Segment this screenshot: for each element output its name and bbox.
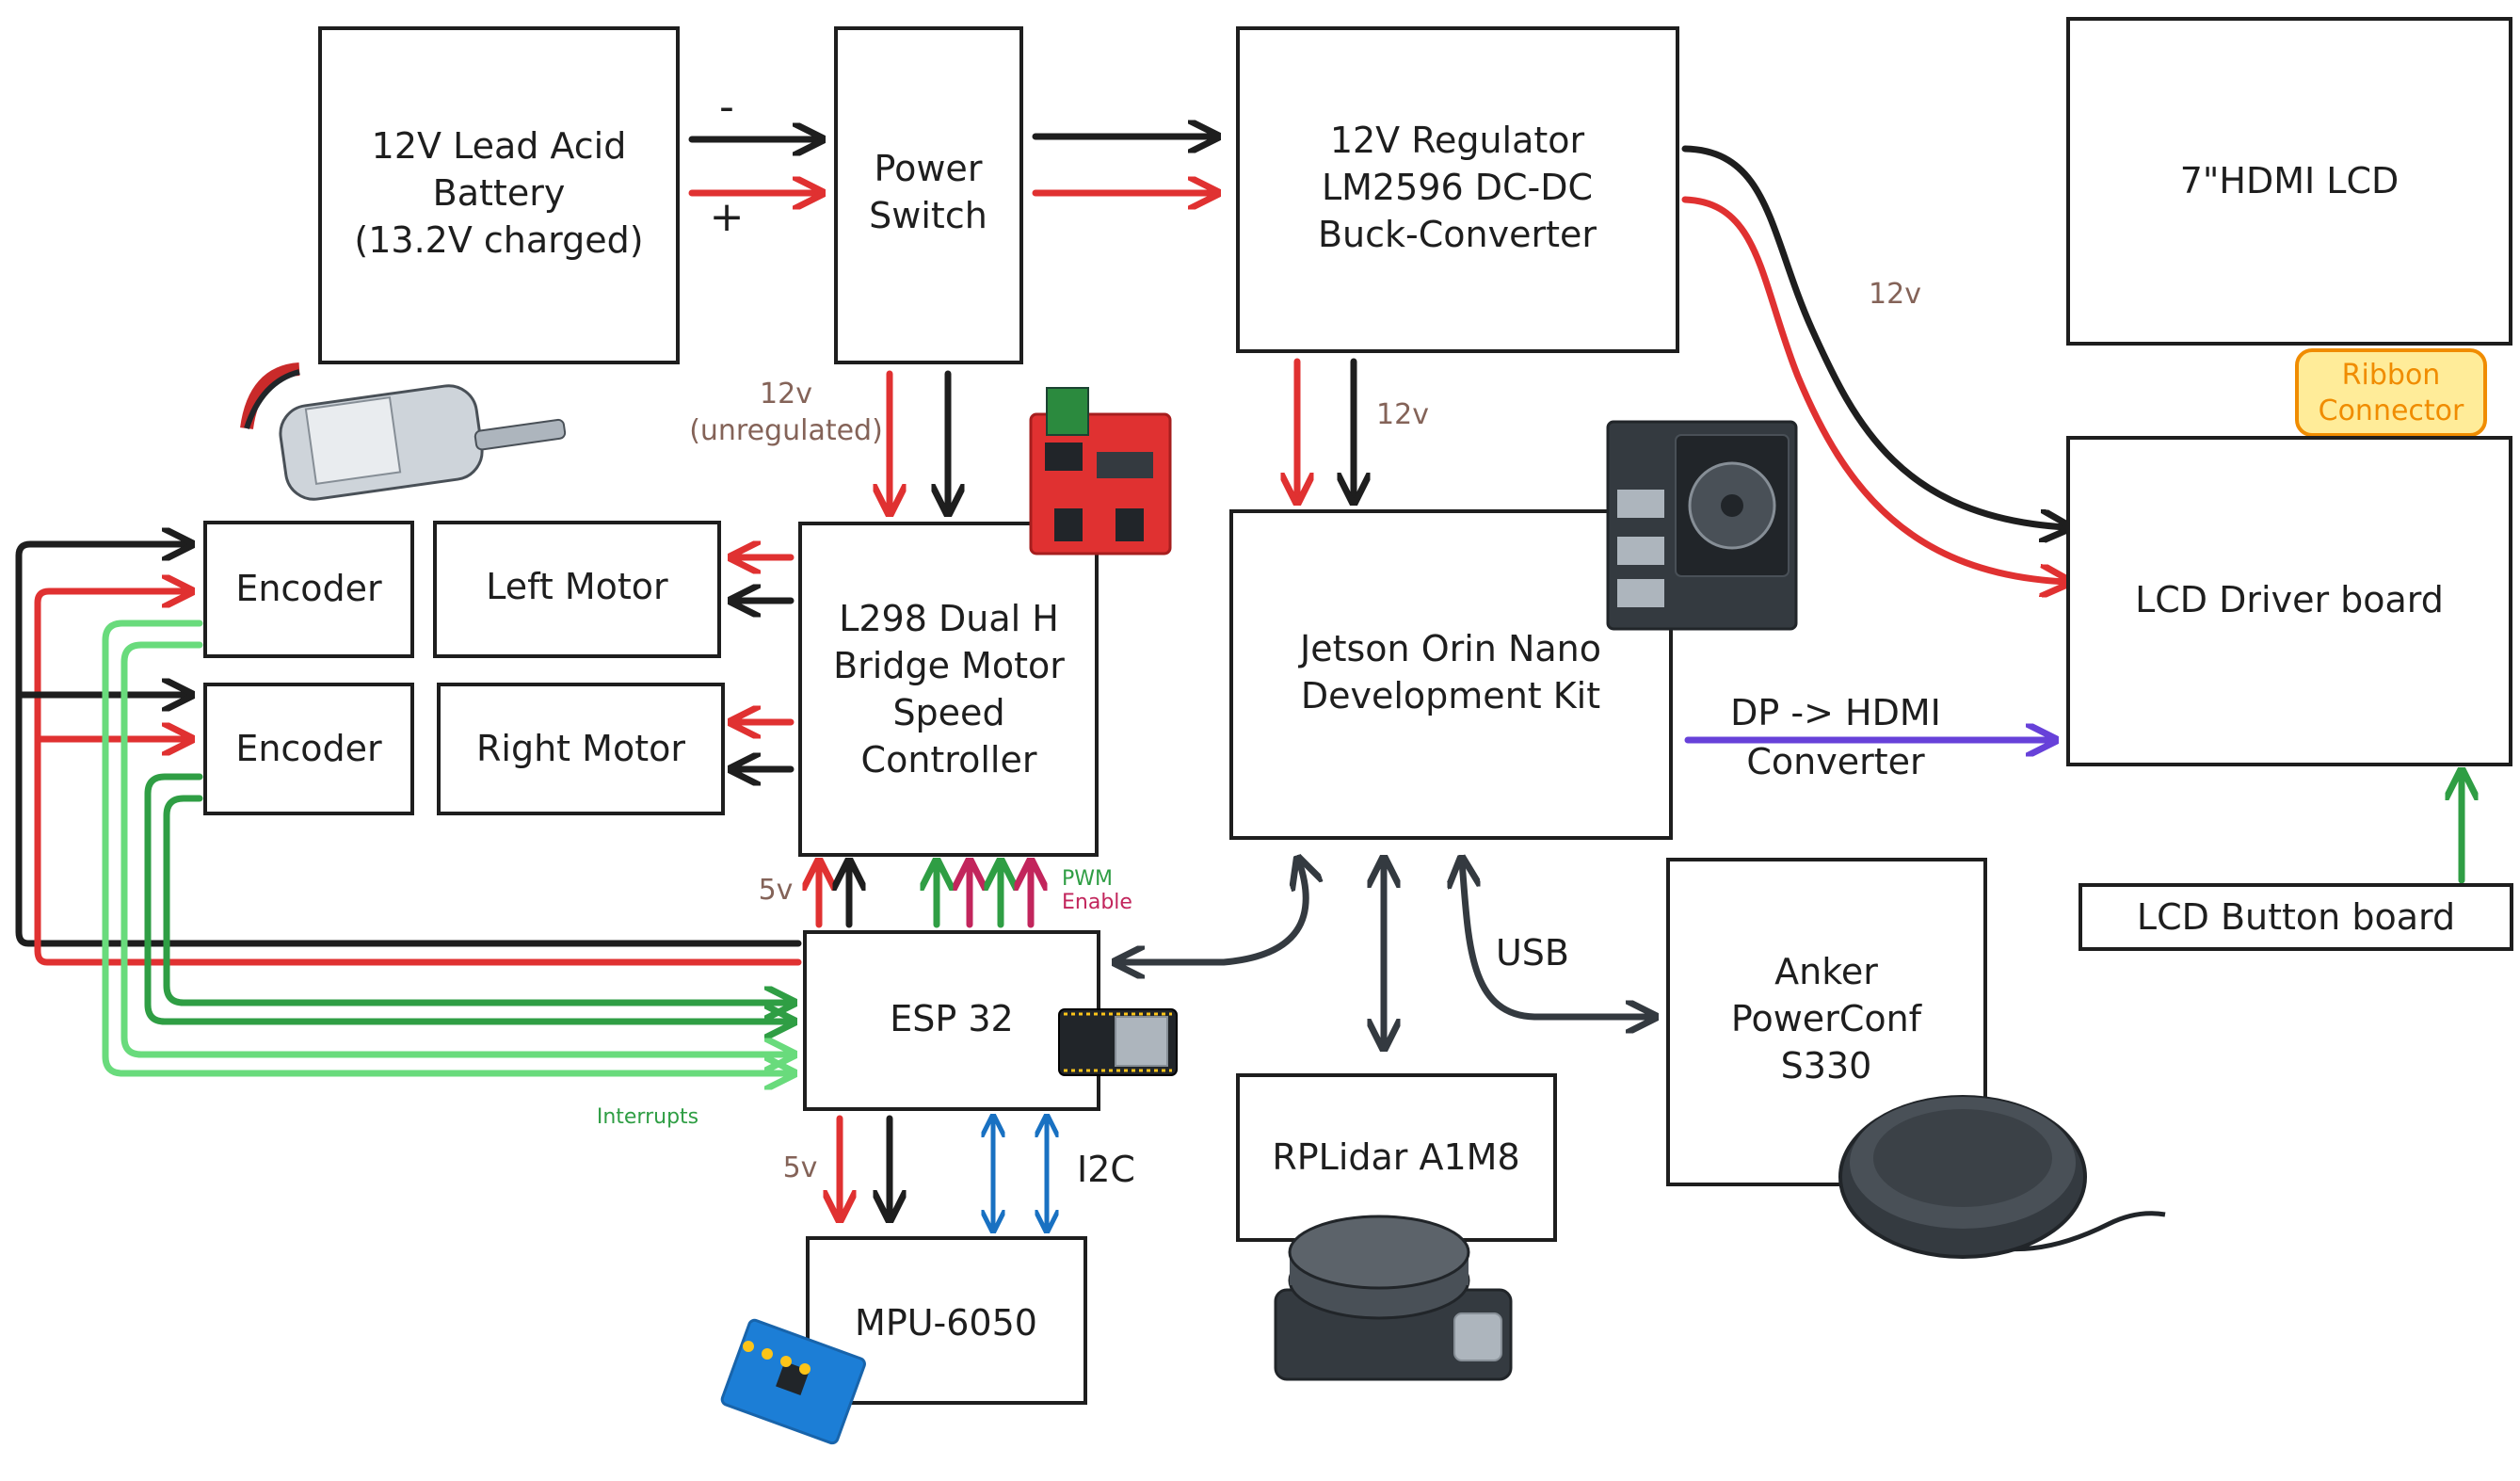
esp32-label: ESP 32 <box>890 998 1013 1039</box>
hdmi-lcd-block: 7"HDMI LCD <box>2066 17 2512 346</box>
pwm-label: PWM <box>1062 867 1113 891</box>
dp-hdmi-label-line2: Converter <box>1746 741 1925 782</box>
encoder-right-signal-a-wire <box>144 773 791 1022</box>
dc-motor-image <box>240 362 567 501</box>
power-switch-block: Power Switch <box>834 26 1023 364</box>
battery-label-line1: 12V Lead Acid <box>372 125 627 167</box>
lcd-button-block: LCD Button board <box>2079 883 2513 951</box>
jetson-anker-usb-link <box>1462 861 1652 1017</box>
dp-hdmi-label-line1: DP -> HDMI <box>1730 692 1941 733</box>
ribbon-connector: Ribbon Connector <box>2295 348 2487 437</box>
mpu-label: MPU-6050 <box>855 1302 1037 1344</box>
l298-label-line2: Bridge Motor <box>833 645 1065 686</box>
anker-label-line3: S330 <box>1781 1045 1872 1087</box>
battery-label-line3: (13.2V charged) <box>354 219 643 261</box>
rplidar-block: RPLidar A1M8 <box>1236 1073 1557 1242</box>
l298-label-line3: Speed <box>892 692 1004 733</box>
esp-to-encoder-black-wire <box>15 544 802 947</box>
i2c-label: I2C <box>1077 1149 1135 1190</box>
lcd-driver-label: LCD Driver board <box>2135 579 2444 620</box>
interrupts-label: Interrupts <box>597 1105 698 1129</box>
esp-to-encoder-red-wire <box>34 591 802 966</box>
anker-speaker-image <box>1838 1095 2166 1259</box>
encoder-left-block: Encoder <box>203 521 414 658</box>
regulator-to-lcd-positive-wire <box>1681 196 2066 582</box>
power-switch-label-line1: Power <box>875 148 983 189</box>
l298-board-image <box>1029 387 1172 555</box>
v5-mpu-label: 5v <box>783 1151 818 1184</box>
right-motor-block: Right Motor <box>437 683 725 815</box>
hdmi-lcd-label: 7"HDMI LCD <box>2180 160 2400 201</box>
regulator-label-line3: Buck-Converter <box>1318 214 1597 255</box>
ribbon-label-line1: Ribbon <box>2342 359 2441 392</box>
right-motor-label: Right Motor <box>476 728 685 769</box>
encoder-right-label: Encoder <box>235 728 382 769</box>
encoder-right-signal-b-wire <box>163 795 791 1003</box>
anker-label-line1: Anker <box>1774 951 1878 992</box>
jetson-label-line1: Jetson Orin Nano <box>1298 628 1601 669</box>
jetson-label-line2: Development Kit <box>1301 675 1600 716</box>
lcd-driver-block: LCD Driver board <box>2066 436 2512 766</box>
encoder-left-signal-b-wire <box>120 641 791 1054</box>
encoder-right-block: Encoder <box>203 683 414 815</box>
jetson-board-image <box>1606 420 1798 631</box>
left-motor-label: Left Motor <box>486 566 668 607</box>
v12-jetson-label: 12v <box>1376 398 1429 431</box>
rplidar-label: RPLidar A1M8 <box>1272 1136 1519 1178</box>
plus-label: + <box>710 193 745 241</box>
v5-l298-label: 5v <box>759 874 794 907</box>
esp32-block: ESP 32 <box>803 930 1100 1111</box>
v12-unregulated-label-line1: 12v <box>760 378 812 410</box>
jetson-esp-usb-link <box>1118 861 1306 962</box>
regulator-label-line2: LM2596 DC-DC <box>1322 167 1593 208</box>
mpu6050-board-image <box>720 1318 866 1445</box>
battery-block: 12V Lead Acid Battery (13.2V charged) <box>318 26 680 364</box>
encoder-left-label: Encoder <box>235 568 382 609</box>
power-switch-label-line2: Switch <box>869 195 987 236</box>
battery-label-line2: Battery <box>433 172 566 214</box>
encoder-left-signal-a-wire <box>102 620 791 1073</box>
l298-label-line1: L298 Dual H <box>839 598 1059 639</box>
regulator-label-line1: 12V Regulator <box>1330 120 1585 161</box>
enable-label: Enable <box>1062 891 1132 914</box>
anker-label-line2: PowerConf <box>1731 998 1923 1039</box>
rplidar-image <box>1274 1215 1513 1381</box>
lcd-button-label: LCD Button board <box>2137 896 2455 938</box>
esp32-board-image <box>1058 1008 1178 1076</box>
regulator-to-lcd-negative-wire <box>1681 145 2066 527</box>
jetson-block: Jetson Orin Nano Development Kit <box>1229 509 1673 840</box>
regulator-block: 12V Regulator LM2596 DC-DC Buck-Converte… <box>1236 26 1679 353</box>
v12-lcd-label: 12v <box>1869 278 1921 311</box>
v12-unregulated-label-line2: (unregulated) <box>689 414 883 447</box>
ribbon-label-line2: Connector <box>2319 394 2464 427</box>
l298-block: L298 Dual H Bridge Motor Speed Controlle… <box>798 522 1099 857</box>
minus-label: - <box>719 83 734 131</box>
usb-label: USB <box>1496 932 1569 974</box>
left-motor-block: Left Motor <box>433 521 721 658</box>
l298-label-line4: Controller <box>861 739 1037 781</box>
